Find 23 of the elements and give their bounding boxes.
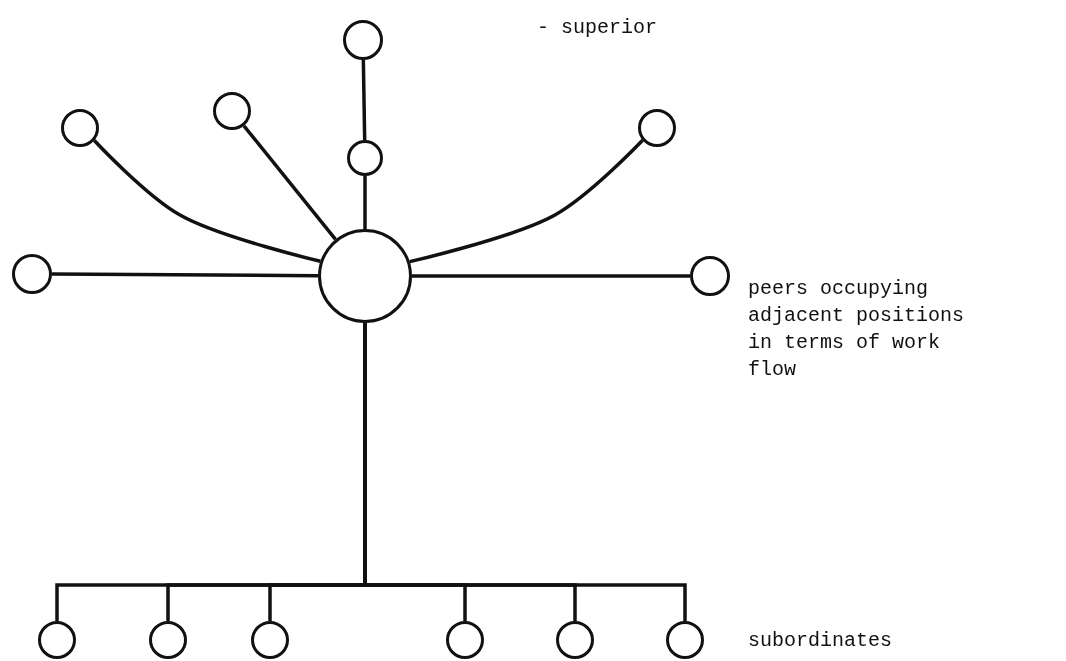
connector-line [412, 274, 690, 278]
circle-node [149, 621, 187, 659]
circle-node [556, 621, 594, 659]
group-label: peers occupying adjacent positions in terms of work flow [748, 276, 966, 383]
circle-node [666, 621, 704, 659]
circle-node [251, 621, 289, 659]
circle-node [446, 621, 484, 659]
connector-line [361, 59, 367, 141]
circle-node [61, 109, 99, 147]
connector-line [242, 124, 337, 241]
circle-node [638, 109, 676, 147]
circle-node [347, 140, 383, 176]
circle-node [12, 254, 52, 294]
circle-node [38, 621, 76, 659]
connector-line [52, 272, 318, 278]
circle-node [213, 92, 251, 130]
circle-node [690, 256, 730, 296]
connector-line [363, 176, 367, 229]
group-label: subordinates [748, 628, 894, 654]
connector-line [93, 139, 321, 263]
connector-line [409, 139, 644, 264]
level-label: - superior [537, 15, 659, 41]
circle-node [343, 20, 383, 60]
